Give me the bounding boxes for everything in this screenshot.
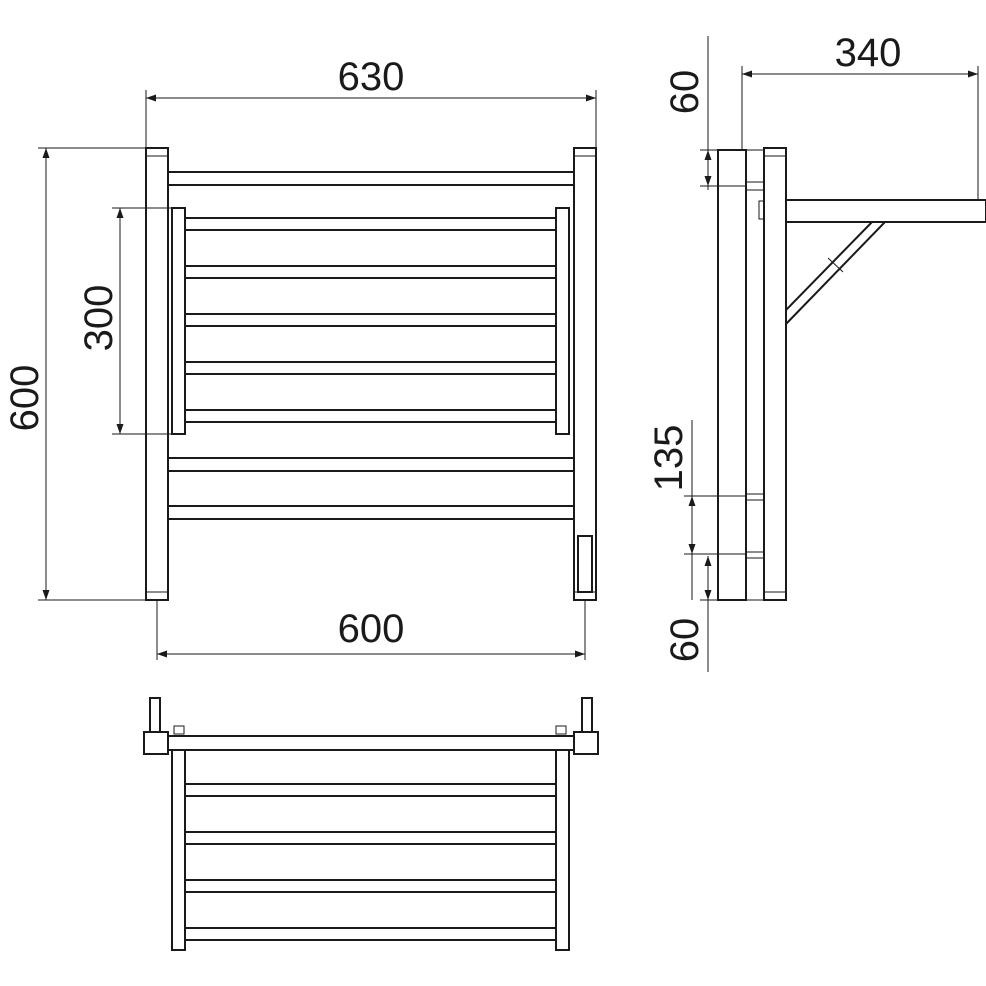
right-post [573, 147, 597, 601]
small-block [173, 725, 185, 735]
inner-left-post [171, 207, 186, 435]
shelf-rail [184, 927, 557, 941]
inner-rail [184, 361, 557, 375]
front-view [145, 147, 597, 601]
front-post [763, 147, 787, 601]
wall-bracket [745, 551, 765, 559]
shelf-rail [184, 831, 557, 845]
dim-inner-height: 300 [77, 207, 172, 435]
wall-mount-left [149, 697, 161, 733]
lower-rail [167, 505, 575, 520]
inner-rail [184, 265, 557, 279]
inner-rail [184, 217, 557, 231]
shelf-rail [184, 783, 557, 797]
wall-mount-right [581, 697, 593, 733]
inner-right-post [555, 207, 570, 435]
strut-joint [827, 257, 844, 273]
shelf-rails [184, 783, 557, 941]
dim-bottom-offset: 60 [663, 556, 718, 672]
dim-label-overall-height: 600 [3, 365, 47, 432]
shelf-side-right [555, 749, 570, 951]
dim-label-lower-offset: 135 [647, 425, 691, 492]
dim-label-top-width: 630 [338, 55, 405, 99]
dim-label-depth: 340 [835, 31, 902, 75]
shelf-rail [184, 879, 557, 893]
top-view [143, 697, 599, 951]
shelf-arm [785, 199, 986, 223]
dim-top-offset: 60 [663, 36, 746, 190]
inner-rail [184, 409, 557, 423]
dim-label-top-offset: 60 [663, 70, 707, 115]
inner-rail [184, 313, 557, 327]
dim-overall-height: 600 [3, 147, 146, 601]
wall-bracket [745, 493, 765, 501]
dim-label-bottom-offset: 60 [663, 618, 707, 663]
wall-bracket [745, 181, 765, 191]
lower-rail [167, 457, 575, 472]
hinge-block [758, 200, 765, 220]
dim-label-inner-height: 300 [77, 285, 121, 352]
dim-lower-offset: 135 [647, 420, 746, 600]
mount-clamp-right [573, 731, 599, 755]
dim-label-bottom-width: 600 [338, 607, 405, 651]
dim-top-width: 630 [145, 55, 597, 148]
dim-bottom-width: 600 [156, 600, 586, 660]
switch-box [577, 535, 593, 593]
top-rail [167, 171, 575, 186]
small-block [555, 725, 567, 735]
inner-rails [184, 217, 557, 423]
side-view [717, 147, 986, 601]
dim-depth: 340 [741, 31, 979, 200]
shelf-side-left [171, 749, 186, 951]
support-strut [785, 221, 888, 327]
wall-post [717, 149, 747, 601]
mount-clamp-left [143, 731, 169, 755]
left-post [145, 147, 169, 601]
top-front-bar [167, 735, 575, 751]
